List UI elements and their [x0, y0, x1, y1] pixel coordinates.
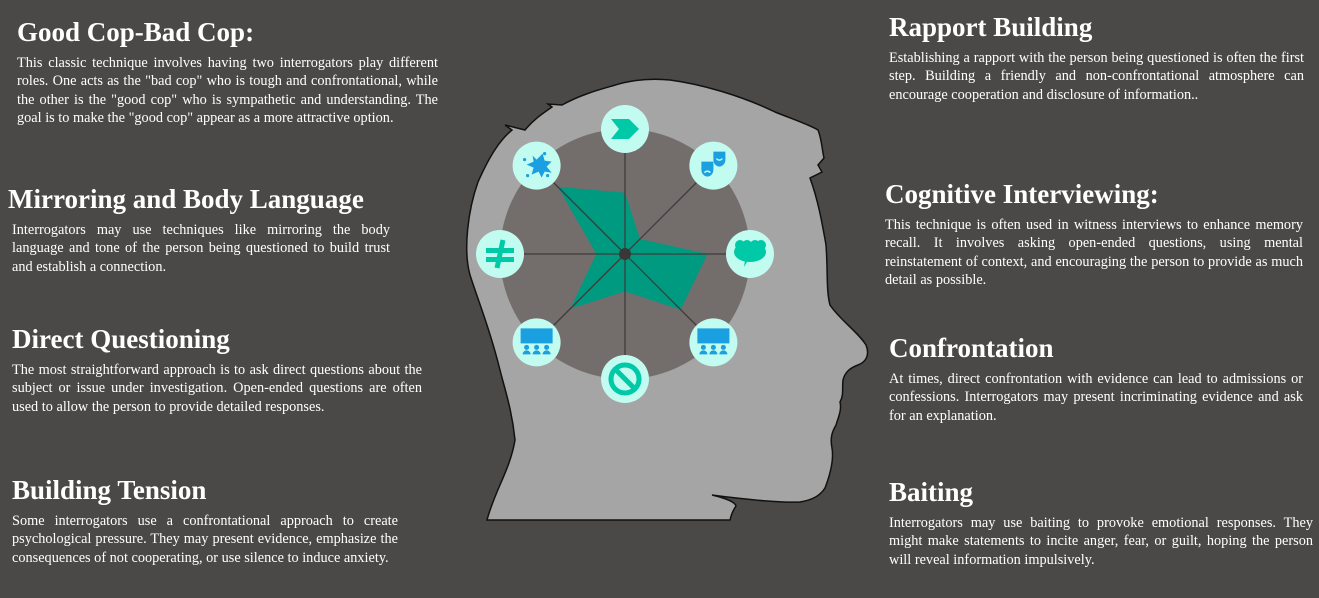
section-baiting: Baiting Interrogators may use baiting to… [889, 476, 1313, 569]
presentation-icon [512, 318, 561, 367]
brain-icon [726, 230, 774, 278]
section-title: Confrontation [889, 333, 1054, 363]
section-confrontation: Confrontation At times, direct confronta… [889, 332, 1303, 425]
section-title: Building Tension [12, 475, 207, 505]
section-cognitive-interviewing: Cognitive Interviewing: This technique i… [885, 178, 1303, 290]
splat-icon [512, 141, 561, 190]
section-body: This technique is often used in witness … [885, 217, 1303, 289]
chevron-icon [601, 105, 649, 153]
section-body: Some interrogators use a confrontational… [12, 513, 398, 566]
section-good-cop-bad-cop: Good Cop-Bad Cop: This classic technique… [17, 16, 438, 128]
section-body: The most straightforward approach is to … [12, 362, 422, 415]
presentation-icon [689, 318, 738, 367]
section-rapport-building: Rapport Building Establishing a rapport … [889, 11, 1304, 104]
radar-center-dot [619, 248, 631, 260]
section-direct-questioning: Direct Questioning The most straightforw… [12, 323, 422, 416]
section-body: Interrogators may use techniques like mi… [12, 222, 390, 275]
not-equal-icon [476, 230, 524, 278]
section-title: Baiting [889, 477, 974, 507]
section-title: Mirroring and Body Language [8, 184, 364, 214]
section-body: At times, direct confrontation with evid… [889, 371, 1303, 424]
theater-masks-icon [689, 141, 738, 190]
section-body: This classic technique involves having t… [17, 55, 438, 127]
section-title: Direct Questioning [12, 324, 230, 354]
section-mirroring: Mirroring and Body Language Interrogator… [8, 183, 390, 276]
section-title: Good Cop-Bad Cop: [17, 17, 255, 47]
section-title: Cognitive Interviewing: [885, 179, 1159, 209]
ban-icon [601, 355, 649, 403]
section-body: Interrogators may use baiting to provoke… [889, 515, 1313, 568]
section-building-tension: Building Tension Some interrogators use … [12, 474, 398, 567]
section-body: Establishing a rapport with the person b… [889, 50, 1304, 103]
section-title: Rapport Building [889, 12, 1093, 42]
radar-area [557, 186, 708, 310]
